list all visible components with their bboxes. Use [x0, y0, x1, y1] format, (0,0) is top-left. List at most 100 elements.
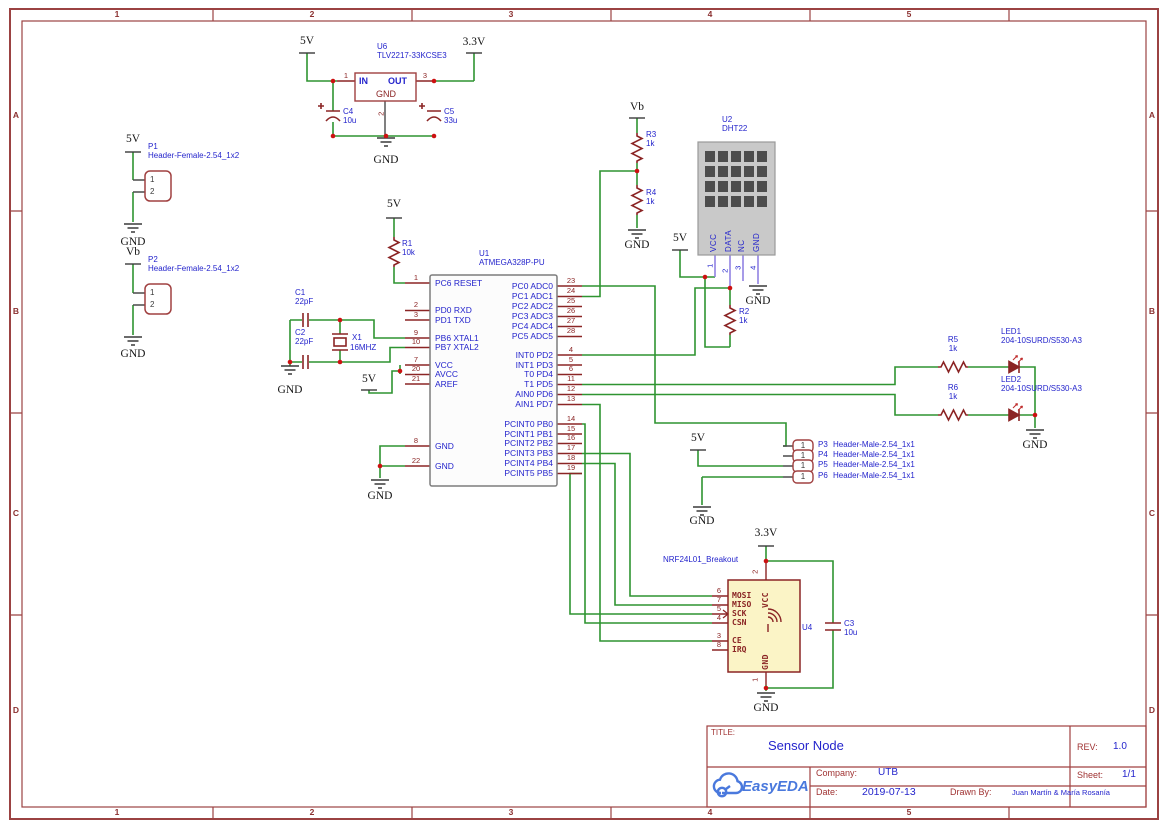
u6-ref: U6 — [377, 42, 388, 51]
p2-ref: P2 — [148, 255, 158, 264]
u6-pin-num: 1 — [343, 71, 349, 80]
pin-name: AIN1 PD7 — [515, 399, 553, 409]
date-value[interactable]: 2019-07-13 — [862, 786, 916, 798]
pin-name: INT1 PD3 — [515, 359, 553, 370]
passive-symbols[interactable] — [302, 103, 1024, 631]
net-gnd: GND — [745, 295, 771, 307]
u2-pin-name: DATA — [724, 229, 733, 252]
p5-ref: P5 — [818, 460, 828, 469]
p1-ref: P1 — [148, 142, 158, 151]
p1-pin: 2 — [150, 187, 155, 196]
col-label: 4 — [707, 9, 713, 19]
u6-pin-num: 2 — [376, 111, 386, 116]
pin-name: VCC — [435, 359, 453, 370]
c1-value: 22pF — [295, 297, 314, 306]
row-label: A — [1148, 110, 1156, 120]
pin-number: 5 — [568, 354, 574, 364]
pin-number: 14 — [566, 413, 576, 423]
p2-value: Header-Female-2.54_1x2 — [148, 264, 240, 273]
company-value[interactable]: UTB — [878, 767, 898, 778]
row-label: D — [12, 705, 20, 715]
u4-pin-number: 6 — [716, 586, 722, 595]
led1-value: 204-10SURD/S530-A3 — [1001, 336, 1082, 345]
p4-value: Header-Male-2.54_1x1 — [833, 450, 915, 459]
pin-name: AREF — [435, 378, 458, 389]
pin-name: AVCC — [435, 369, 458, 379]
pin-number: 12 — [566, 384, 576, 393]
col-label: 4 — [707, 807, 713, 817]
pin-name: PCINT1 PB1 — [504, 428, 553, 439]
r2-value: 1k — [739, 316, 748, 325]
pin-number: 10 — [411, 337, 421, 346]
pin-number: 6 — [568, 364, 574, 373]
u2-pin-name: NC — [737, 239, 746, 252]
u2-pin-name: VCC — [709, 233, 718, 252]
pin-name: T1 PD5 — [524, 379, 553, 389]
r4-ref: R4 — [646, 188, 657, 197]
pin-number: 15 — [566, 423, 576, 433]
u4-pin-name: VCC — [761, 592, 770, 608]
pin-name: PD0 RXD — [435, 305, 472, 315]
pin-number: 21 — [411, 373, 421, 383]
date-label: Date: — [816, 787, 838, 797]
pin-number: 25 — [566, 296, 576, 305]
p1-pin: 1 — [150, 175, 155, 184]
component-bodies[interactable] — [144, 72, 814, 673]
drawn-by-value[interactable]: Juan Martín & María Rosanía — [1012, 788, 1110, 797]
net-gnd: GND — [689, 515, 715, 527]
pin-name: PC5 ADC5 — [511, 331, 553, 341]
u2-value: DHT22 — [722, 124, 748, 133]
col-label: 2 — [309, 9, 315, 19]
u4-pin-number: 1 — [750, 677, 760, 682]
pin-name: PCINT0 PB0 — [504, 418, 553, 429]
pin-number: 1 — [413, 272, 419, 282]
row-label: D — [1148, 705, 1156, 715]
u6-pin-num: 3 — [422, 71, 428, 80]
p3-value: Header-Male-2.54_1x1 — [833, 440, 915, 449]
u4-ref: U4 — [802, 623, 813, 632]
r4-value: 1k — [646, 197, 655, 206]
col-label: 3 — [508, 9, 514, 19]
r3-ref: R3 — [646, 130, 657, 139]
u4-pin-number: 4 — [716, 613, 722, 622]
company-label: Company: — [816, 768, 858, 778]
pin-number: 20 — [411, 364, 421, 373]
u6-pin-gnd: GND — [376, 89, 396, 99]
r5-ref: R5 — [947, 335, 959, 344]
row-label: A — [12, 110, 20, 120]
rev-value[interactable]: 1.0 — [1113, 741, 1127, 752]
u4-pin-number: 8 — [716, 640, 722, 649]
net-gnd: GND — [753, 702, 779, 714]
sheet-title[interactable]: Sensor Node — [768, 738, 844, 753]
pin-number: 18 — [566, 453, 576, 462]
u1-value: ATMEGA328P-PU — [479, 258, 545, 267]
pin-number: 3 — [413, 309, 419, 319]
pin-name: PCINT3 PB3 — [504, 448, 553, 458]
u4-pin-number: 3 — [716, 631, 722, 640]
net-gnd: GND — [277, 384, 303, 396]
net-3v3: 3.3V — [462, 36, 486, 48]
net-gnd: GND — [1022, 439, 1048, 451]
u6-pin-in: IN — [359, 76, 368, 86]
x1-ref: X1 — [352, 333, 362, 342]
c4-ref: C4 — [343, 107, 354, 116]
p3-ref: P3 — [818, 440, 828, 449]
r1-value: 10k — [402, 248, 415, 257]
col-label: 2 — [309, 807, 315, 817]
sheet-value[interactable]: 1/1 — [1122, 769, 1136, 780]
pin-name: PC2 ADC2 — [511, 301, 553, 311]
pin-number: 26 — [566, 306, 576, 315]
wires[interactable] — [132, 53, 1036, 691]
pin-number: 27 — [566, 316, 576, 325]
net-5v: 5V — [386, 198, 402, 210]
pin-name: PC6 RESET — [435, 277, 483, 288]
x1-value: 16MHZ — [350, 343, 377, 352]
net-5v: 5V — [690, 432, 706, 444]
title-block-lines — [706, 725, 1147, 808]
col-label: 5 — [906, 9, 912, 19]
row-label: C — [1148, 508, 1156, 518]
pin-name: INT0 PD2 — [515, 349, 553, 360]
pin-name: T0 PD4 — [524, 369, 553, 379]
p5-pin: 1 — [800, 461, 806, 470]
